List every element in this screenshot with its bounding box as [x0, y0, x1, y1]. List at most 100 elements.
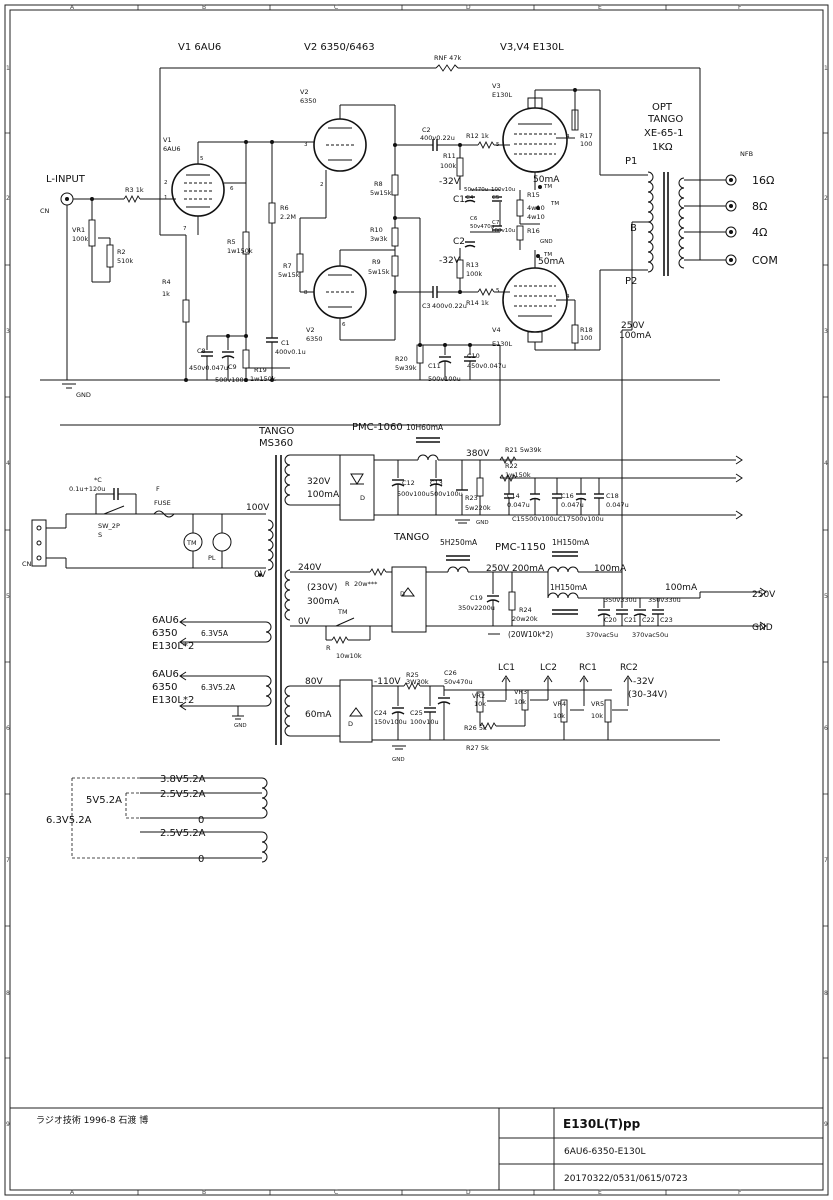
ma60-label: 60mA — [305, 710, 332, 720]
c1-label: C1 — [281, 339, 290, 347]
cn-2: CN — [22, 560, 32, 568]
tap-4: 4Ω — [752, 226, 767, 239]
c15-label: C15 — [512, 515, 525, 523]
heater2-value: 6.3V5.2A — [201, 683, 236, 692]
c8-label: C8 — [197, 347, 206, 355]
header-v1: V1 6AU6 — [178, 42, 221, 53]
c18-label: C18 — [606, 492, 619, 500]
rc1-label: RC1 — [579, 663, 597, 673]
r15-value: 4w10 — [527, 204, 545, 212]
c15-value: 500v100u — [525, 515, 558, 523]
heater1-tube-a: 6AU6 — [152, 615, 179, 626]
gnd-3: GND — [476, 520, 489, 526]
v230-label: (230V) — [307, 583, 337, 593]
c2-label: C2 — [422, 126, 431, 134]
b-volt: 250V — [621, 321, 645, 331]
bridge3-d: D — [348, 720, 353, 728]
c22-ac: 370vac50u — [632, 631, 668, 639]
c2-bias-label: C2 — [453, 237, 465, 247]
pl-label: PL — [208, 554, 216, 562]
pmc1150-label: PMC-1150 — [495, 542, 546, 553]
row-label: 9 — [824, 1121, 828, 1128]
col-label: B — [202, 1189, 206, 1196]
c4-value: 50v470u — [464, 187, 488, 193]
c13-value: 500v100u — [430, 490, 463, 498]
neg32-label: -32V — [633, 677, 655, 687]
r-value: 20w*** — [354, 580, 378, 588]
ac-cap-label: *C — [94, 476, 102, 484]
c5-value: 100v10u — [491, 187, 515, 193]
v2a-pin2: 2 — [320, 182, 324, 188]
row-label: 4 — [824, 460, 828, 467]
c22-value: 350v330u — [648, 596, 681, 604]
c25-label: C25 — [410, 709, 423, 717]
neg32-a: -32V — [439, 177, 461, 187]
row-label: 6 — [6, 725, 10, 732]
col-label: D — [466, 1189, 471, 1196]
c2-value: 400v0.22u — [420, 134, 455, 142]
opt-p2: P2 — [625, 276, 637, 287]
v80-label: 80V — [305, 677, 323, 687]
v1-pin1: 1 — [164, 195, 168, 201]
header-v34: V3,V4 E130L — [500, 42, 564, 53]
c17-value: 500v100u — [571, 515, 604, 523]
heater2-tube-a: 6AU6 — [152, 669, 179, 680]
col-label: D — [466, 4, 471, 11]
r9-label: R9 — [372, 258, 381, 266]
vr5-value: 10k — [591, 712, 603, 720]
r27-label: R27 5k — [466, 744, 489, 752]
c9-value: 500v100u — [215, 376, 248, 384]
nfb-label: NFB — [740, 150, 753, 158]
ma200-label: 200mA — [512, 564, 545, 574]
r13-value: 100k — [466, 270, 482, 278]
c6-value: 50v470u — [470, 224, 494, 230]
r2-value: 510k — [117, 257, 133, 265]
r14-label: R14 1k — [466, 299, 489, 307]
v2b-pin8: 8 — [304, 290, 308, 296]
ac-cap-value: 0.1u+120u — [69, 485, 105, 493]
v3-pin5: 5 — [496, 142, 500, 148]
heater1-tube-c: E130L*2 — [152, 641, 194, 652]
r9-value: 5w15k — [368, 268, 390, 276]
lc2-label: LC2 — [540, 663, 557, 673]
v4-type: E130L — [492, 340, 513, 348]
c24-label: C24 — [374, 709, 387, 717]
neg32-b: -32V — [439, 256, 461, 266]
col-label: F — [738, 4, 742, 11]
choke4-label: 1H150mA — [550, 583, 588, 592]
tap-8: 8Ω — [752, 200, 767, 213]
c16-value: 0.047u — [561, 501, 584, 509]
fil-25v-a: 2.5V5.2A — [160, 789, 206, 800]
r21-label: R21 5w39k — [505, 446, 542, 454]
ma100b-label: 100mA — [594, 564, 627, 574]
heater2-tube-c: E130L*2 — [152, 695, 194, 706]
c1-bias-label: C1 — [453, 195, 465, 205]
choke3-label: 1H150mA — [552, 538, 590, 547]
c13-label: C13 — [430, 479, 443, 487]
r23-value: 5w220k — [465, 504, 491, 512]
col-label: A — [70, 1189, 75, 1196]
opt-title-2: TANGO — [647, 114, 683, 125]
col-label: B — [202, 4, 206, 11]
r20-label: R20 — [395, 355, 408, 363]
c4-label: C4 — [466, 195, 474, 201]
gnd-2: GND — [540, 239, 553, 245]
opt-p1: P1 — [625, 156, 637, 167]
row-label: 5 — [824, 593, 828, 600]
opt-b: B — [630, 223, 637, 234]
vr2-value: 10k — [474, 700, 486, 708]
ma100c-label: 100mA — [665, 583, 698, 593]
c11-label: C11 — [428, 362, 441, 370]
rnf-label: RNF 47k — [434, 54, 461, 62]
col-label: E — [598, 1189, 602, 1196]
vr4-value: 10k — [553, 712, 565, 720]
out-gnd: GND — [752, 623, 773, 633]
c7-label: C7 — [492, 220, 500, 226]
tr-brand: TANGO — [258, 426, 294, 437]
c10-label: C10 — [467, 352, 480, 360]
fil-zero-1: 0 — [198, 815, 204, 826]
v250-label: 250V — [486, 564, 510, 574]
c5-label: C5 — [492, 195, 500, 201]
ma100-label: 100mA — [307, 490, 340, 500]
l-input-label: L-INPUT — [46, 174, 86, 185]
